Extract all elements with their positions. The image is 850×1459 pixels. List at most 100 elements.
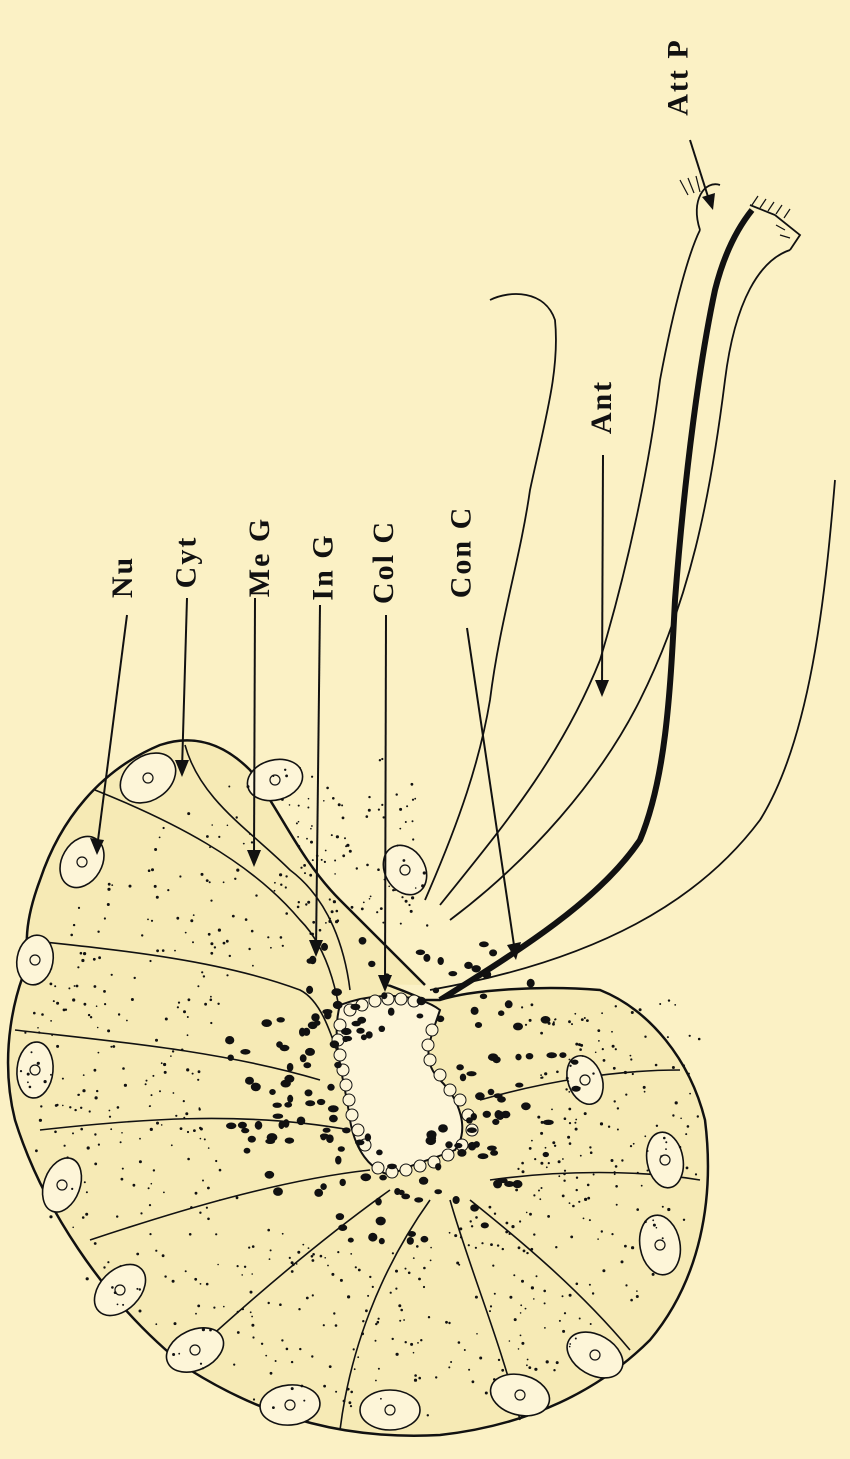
- stipple-dot: [297, 1251, 300, 1254]
- stipple-dot: [575, 1338, 577, 1340]
- granule-dot: [338, 1224, 347, 1231]
- granule-dot: [240, 1049, 250, 1055]
- stipple-dot: [285, 912, 288, 915]
- stipple-dot: [636, 1295, 639, 1298]
- stipple-dot: [405, 1341, 407, 1343]
- stipple-dot: [494, 1213, 496, 1215]
- stipple-dot: [630, 1055, 632, 1057]
- label-antenna: Ant: [585, 380, 619, 434]
- stipple-dot: [170, 1055, 172, 1057]
- stipple-dot: [161, 1124, 163, 1126]
- stipple-dot: [140, 1212, 142, 1214]
- stipple-dot: [77, 966, 79, 968]
- stipple-dot: [689, 1093, 691, 1095]
- stipple-dot: [644, 1036, 646, 1038]
- stipple-dot: [20, 1070, 22, 1072]
- stipple-dot: [96, 1090, 98, 1092]
- stipple-dot: [311, 776, 313, 778]
- stipple-dot: [298, 821, 300, 823]
- stipple-dot: [152, 1075, 154, 1077]
- stipple-dot: [378, 1318, 380, 1320]
- stipple-dot: [185, 1112, 188, 1115]
- granule-dot: [527, 979, 535, 988]
- stipple-dot: [333, 1312, 335, 1314]
- stipple-dot: [305, 903, 307, 905]
- stipple-dot: [299, 1348, 301, 1350]
- granule-dot: [307, 958, 314, 964]
- stipple-dot: [201, 971, 203, 973]
- granule-dot: [299, 1028, 305, 1037]
- stipple-dot: [153, 1169, 155, 1171]
- granule-dot: [285, 1138, 294, 1144]
- granule-dot: [376, 1217, 386, 1226]
- stipple-dot: [289, 1257, 291, 1259]
- stipple-dot: [94, 1069, 97, 1072]
- stipple-dot: [54, 985, 56, 987]
- granule-dot: [305, 1089, 313, 1096]
- granule-dot: [331, 988, 342, 996]
- stipple-dot: [155, 1323, 157, 1325]
- stipple-dot: [470, 1220, 472, 1222]
- stipple-dot: [155, 1039, 158, 1042]
- stipple-dot: [50, 983, 53, 986]
- stipple-dot: [412, 820, 414, 822]
- stipple-dot: [311, 1355, 313, 1357]
- granule-dot: [238, 1122, 247, 1129]
- stipple-dot: [479, 1357, 482, 1360]
- granule-dot: [407, 1237, 414, 1245]
- stipple-dot: [202, 1328, 205, 1331]
- stipple-dot: [366, 864, 369, 867]
- stipple-dot: [614, 1171, 616, 1173]
- stipple-dot: [183, 1010, 186, 1013]
- stipple-dot: [564, 1312, 566, 1314]
- stipple-dot: [192, 941, 194, 943]
- stipple-dot: [554, 1145, 556, 1147]
- stipple-dot: [568, 1080, 570, 1082]
- stipple-dot: [521, 1162, 524, 1165]
- stipple-dot: [563, 1180, 565, 1182]
- stipple-dot: [296, 822, 298, 824]
- stipple-dot: [285, 775, 288, 778]
- stipple-dot: [308, 1247, 310, 1249]
- granule-dot: [426, 1130, 436, 1139]
- stipple-dot: [378, 1368, 380, 1370]
- granule-dot: [464, 962, 473, 969]
- granule-dot: [483, 1111, 491, 1118]
- stipple-dot: [208, 1147, 210, 1149]
- stipple-dot: [80, 1128, 83, 1131]
- granule-dot: [478, 1153, 489, 1159]
- stipple-dot: [575, 1119, 577, 1121]
- stipple-dot: [155, 1250, 157, 1252]
- stipple-dot: [578, 1201, 580, 1203]
- granule-dot: [521, 1102, 531, 1110]
- stipple-dot: [187, 812, 190, 815]
- stipple-dot: [96, 1005, 98, 1007]
- stipple-dot: [94, 985, 97, 988]
- stipple-dot: [273, 775, 275, 777]
- stipple-dot: [423, 1267, 426, 1270]
- stipple-dot: [529, 1147, 532, 1150]
- stipple-dot: [248, 948, 250, 950]
- granule-dot: [490, 1150, 498, 1156]
- stipple-dot: [84, 1003, 87, 1006]
- granule-dot: [348, 1238, 354, 1243]
- granule-dot: [305, 1100, 315, 1106]
- stipple-dot: [555, 1018, 557, 1020]
- granule-dot: [335, 1156, 341, 1165]
- stipple-dot: [187, 1131, 189, 1133]
- stipple-dot: [111, 1286, 114, 1289]
- stipple-dot: [381, 804, 383, 806]
- stipple-dot: [521, 1006, 523, 1008]
- stipple-dot: [399, 1320, 401, 1322]
- stipple-dot: [210, 942, 213, 945]
- stipple-dot: [579, 1087, 581, 1089]
- stipple-dot: [625, 1094, 627, 1096]
- stipple-dot: [214, 946, 216, 948]
- stipple-dot: [481, 1242, 483, 1244]
- stipple-dot: [563, 1173, 566, 1176]
- stipple-dot: [344, 837, 346, 839]
- stipple-dot: [151, 1183, 153, 1185]
- stipple-dot: [572, 1205, 575, 1208]
- stipple-dot: [558, 1160, 561, 1163]
- stipple-dot: [206, 1207, 208, 1209]
